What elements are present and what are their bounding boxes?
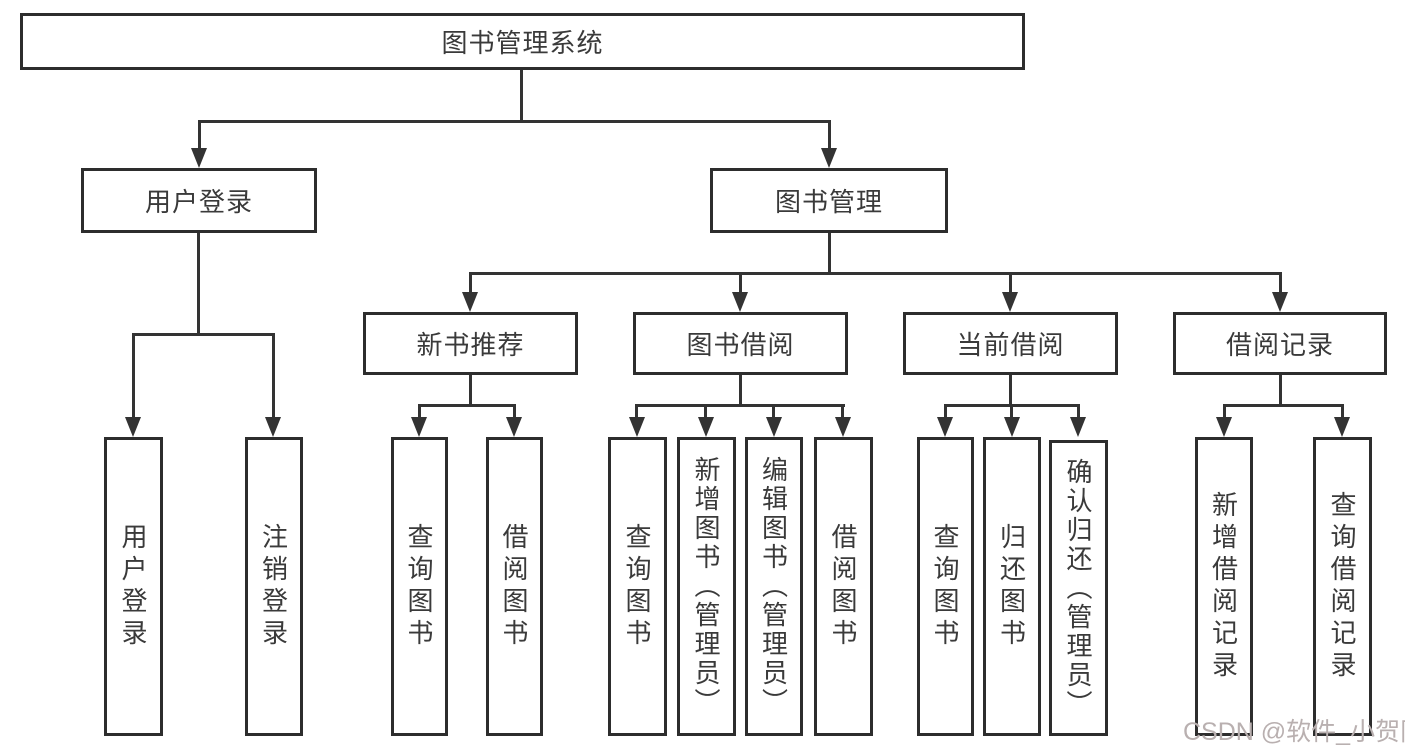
- arrow-down: [732, 292, 748, 312]
- arrow-down: [125, 417, 141, 437]
- connector: [828, 233, 831, 272]
- arrow-down: [1334, 417, 1350, 437]
- connector: [635, 404, 845, 407]
- connector: [828, 120, 831, 152]
- leaf-add-borrow-record: 新增借阅记录: [1195, 437, 1253, 736]
- connector: [944, 404, 947, 421]
- connector: [1077, 404, 1080, 421]
- arrow-down: [629, 417, 645, 437]
- connector: [513, 404, 516, 421]
- connector: [739, 375, 742, 407]
- leaf-edit-book-admin: 编辑图书（管理员）: [745, 437, 803, 736]
- leaf-user-login: 用户登录: [104, 437, 163, 736]
- connector: [132, 333, 274, 336]
- connector: [198, 120, 831, 123]
- node-book-borrowing: 图书借阅: [633, 312, 848, 375]
- connector: [198, 120, 201, 152]
- connector: [272, 333, 275, 421]
- arrow-down: [1004, 417, 1020, 437]
- arrow-down: [835, 417, 851, 437]
- connector: [841, 404, 844, 421]
- connector: [132, 333, 135, 421]
- connector: [197, 233, 200, 333]
- arrow-down: [191, 148, 207, 168]
- node-borrowing-records: 借阅记录: [1173, 312, 1387, 375]
- connector: [1009, 272, 1012, 296]
- leaf-query-books-recommend: 查询图书: [391, 437, 448, 736]
- connector: [469, 272, 472, 296]
- connector: [1279, 375, 1282, 407]
- leaf-query-books-current: 查询图书: [917, 437, 974, 736]
- leaf-return-book: 归还图书: [983, 437, 1041, 736]
- csdn-watermark: CSDN @软件_小贺同学: [1183, 718, 1405, 746]
- connector: [1279, 272, 1282, 296]
- leaf-borrow-books: 借阅图书: [814, 437, 873, 736]
- leaf-query-borrow-record: 查询借阅记录: [1313, 437, 1372, 736]
- node-library-system: 图书管理系统: [20, 13, 1025, 70]
- leaf-add-book-admin: 新增图书（管理员）: [677, 437, 736, 736]
- connector: [772, 404, 775, 421]
- arrow-down: [1002, 292, 1018, 312]
- connector: [1009, 375, 1012, 407]
- connector: [739, 272, 742, 296]
- connector: [1010, 404, 1013, 421]
- connector: [469, 272, 1282, 275]
- arrow-down: [821, 148, 837, 168]
- connector: [635, 404, 638, 421]
- connector: [469, 375, 472, 407]
- arrow-down: [1272, 292, 1288, 312]
- leaf-query-books-borrowing: 查询图书: [608, 437, 667, 736]
- node-current-borrowing: 当前借阅: [903, 312, 1118, 375]
- node-user-login: 用户登录: [81, 168, 317, 233]
- arrow-down: [937, 417, 953, 437]
- arrow-down: [265, 417, 281, 437]
- connector: [418, 404, 421, 421]
- connector: [1223, 404, 1226, 421]
- arrow-down: [766, 417, 782, 437]
- leaf-logout: 注销登录: [245, 437, 303, 736]
- arrow-down: [1070, 417, 1086, 437]
- connector: [1223, 404, 1344, 407]
- arrow-down: [506, 417, 522, 437]
- arrow-down: [462, 292, 478, 312]
- connector: [418, 404, 516, 407]
- connector: [520, 70, 523, 120]
- arrow-down: [698, 417, 714, 437]
- connector: [1341, 404, 1344, 421]
- arrow-down: [411, 417, 427, 437]
- node-book-management: 图书管理: [710, 168, 948, 233]
- arrow-down: [1216, 417, 1232, 437]
- leaf-confirm-return-admin: 确认归还（管理员）: [1049, 440, 1108, 736]
- node-new-book-recommendation: 新书推荐: [363, 312, 578, 375]
- leaf-borrow-books-recommend: 借阅图书: [486, 437, 543, 736]
- connector: [704, 404, 707, 421]
